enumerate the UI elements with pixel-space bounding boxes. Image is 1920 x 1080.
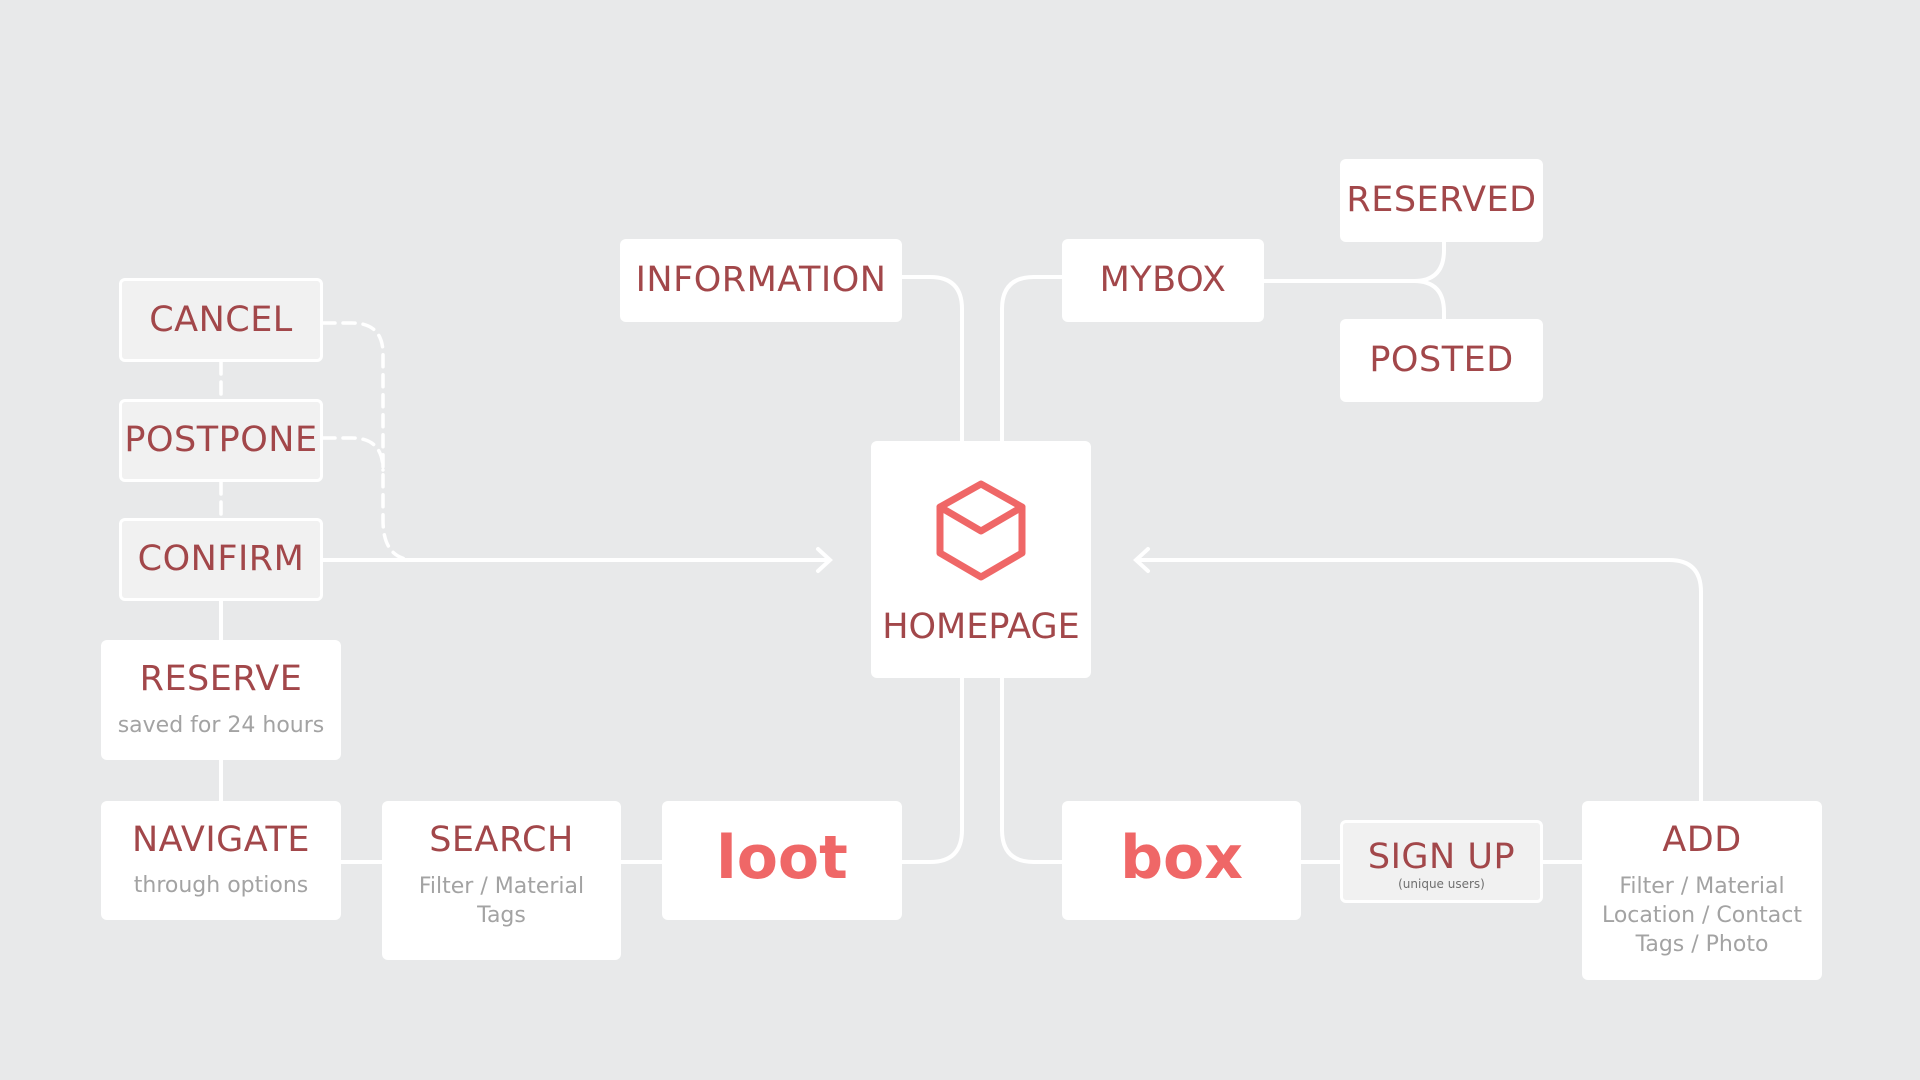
node-search-subtitle-2: Tags [477, 902, 526, 928]
node-confirm[interactable]: CONFIRM [119, 518, 323, 601]
node-search[interactable]: SEARCH Filter / Material Tags [382, 801, 621, 960]
node-signup[interactable]: SIGN UP (unique users) [1340, 820, 1543, 903]
connector-information-homepage [900, 275, 964, 444]
node-posted[interactable]: POSTED [1340, 319, 1543, 402]
node-loot-title: loot [716, 822, 848, 893]
node-cancel[interactable]: CANCEL [119, 278, 323, 362]
node-information[interactable]: INFORMATION [620, 239, 902, 322]
node-information-title: INFORMATION [635, 260, 887, 301]
node-navigate-subtitle: through options [133, 873, 309, 899]
node-add-subtitle-2: Location / Contact [1601, 902, 1803, 928]
node-add-subtitle-1: Filter / Material [1619, 873, 1785, 899]
node-navigate-title: NAVIGATE [132, 819, 310, 860]
node-signup-subtitle: (unique users) [1398, 876, 1485, 891]
connector-add-homepage [1136, 558, 1703, 803]
connector-homepage-box [1000, 676, 1066, 864]
connector-mybox-homepage [1000, 275, 1064, 444]
dashed-connector-postpone [321, 436, 385, 472]
node-homepage-title: HOMEPAGE [882, 606, 1080, 647]
node-confirm-title: CONFIRM [137, 539, 305, 580]
box-icon [936, 480, 1026, 580]
node-mybox-title: MYBOX [1099, 260, 1227, 301]
node-cancel-title: CANCEL [149, 299, 293, 340]
connector-mybox-posted [1412, 279, 1446, 322]
node-reserve[interactable]: RESERVE saved for 24 hours [101, 640, 341, 760]
node-search-subtitle-1: Filter / Material [418, 873, 585, 899]
node-posted-title: POSTED [1369, 340, 1514, 381]
node-loot[interactable]: loot [662, 801, 902, 920]
node-box-title: box [1120, 822, 1243, 893]
connector-homepage-loot [900, 676, 964, 864]
node-reserve-title: RESERVE [139, 659, 303, 700]
node-reserved-title: RESERVED [1346, 180, 1537, 221]
arrow-head-right [816, 547, 833, 573]
node-search-title: SEARCH [429, 820, 574, 860]
dashed-connector-cancel [321, 321, 417, 562]
node-navigate[interactable]: NAVIGATE through options [101, 801, 341, 920]
node-postpone-title: POSTPONE [124, 420, 318, 461]
node-box[interactable]: box [1062, 801, 1301, 920]
node-add-subtitle-3: Tags / Photo [1635, 931, 1769, 957]
node-reserved[interactable]: RESERVED [1340, 159, 1543, 242]
arrow-head-left [1133, 547, 1150, 573]
node-postpone[interactable]: POSTPONE [119, 399, 323, 482]
node-add[interactable]: ADD Filter / Material Location / Contact… [1582, 801, 1822, 980]
node-add-title: ADD [1662, 820, 1742, 860]
connector-mybox-reserved [1262, 240, 1446, 283]
node-reserve-subtitle: saved for 24 hours [117, 712, 325, 738]
node-signup-title: SIGN UP [1367, 837, 1516, 878]
node-homepage[interactable]: HOMEPAGE [871, 441, 1091, 678]
node-mybox[interactable]: MYBOX [1062, 239, 1264, 322]
